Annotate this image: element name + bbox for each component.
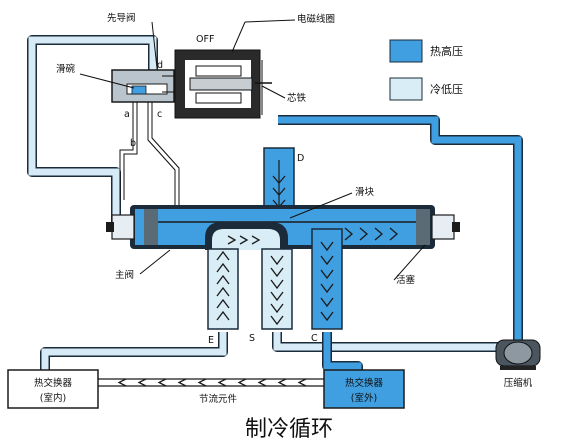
label-main-valve: 主阀 <box>115 269 134 281</box>
label-port-D: D <box>297 153 304 164</box>
label-hx-indoor-1: 热交换器 <box>34 377 73 389</box>
discharge-line <box>278 115 523 340</box>
solenoid-coil <box>174 49 272 119</box>
outdoor-heat-exchanger: 热交换器 (室外) <box>323 369 405 409</box>
label-port-S: S <box>249 333 255 344</box>
port-e-pipe: E <box>40 248 239 372</box>
throttle-line: 节流元件 <box>98 378 324 405</box>
legend-label-hot: 热高压 <box>430 44 463 58</box>
legend: 热高压 冷低压 <box>389 39 463 101</box>
label-port-E: E <box>208 335 214 346</box>
pilot-capillaries <box>119 100 180 210</box>
main-valve-labels: 滑块 主阀 活塞 <box>115 186 426 286</box>
label-pilot-valve: 先导阀 <box>107 12 136 24</box>
label-port-b: b <box>130 138 136 149</box>
label-port-C: C <box>311 333 318 344</box>
indoor-heat-exchanger: 热交换器 (室内) <box>7 369 99 409</box>
diagram-caption: 制冷循环 <box>245 417 333 442</box>
legend-swatch-hot <box>389 39 423 63</box>
label-port-c-small: c <box>157 109 162 120</box>
port-s-pipe: S <box>249 248 503 352</box>
compressor: 压缩机 <box>495 339 541 389</box>
port-d-pipe: D <box>263 147 304 211</box>
pilot-labels: 先导阀 OFF 电磁线圈 滑碗 d a c b 芯铁 <box>56 12 335 149</box>
label-slide-bowl: 滑碗 <box>56 63 76 75</box>
label-slider: 滑块 <box>355 186 375 198</box>
label-hx-indoor-2: (室内) <box>40 392 66 404</box>
legend-swatch-cold <box>389 77 423 101</box>
pilot-capillary-loop <box>27 35 158 223</box>
slider-dome <box>205 222 288 250</box>
label-off: OFF <box>196 34 214 45</box>
legend-label-cold: 冷低压 <box>430 83 463 96</box>
port-c-pipe: C <box>311 228 363 372</box>
label-throttle: 节流元件 <box>199 393 238 405</box>
label-port-d-small: d <box>157 60 163 71</box>
label-compressor: 压缩机 <box>504 377 533 389</box>
label-hx-outdoor-1: 热交换器 <box>345 377 384 389</box>
label-port-a: a <box>124 109 130 120</box>
label-hx-outdoor-2: (室外) <box>351 392 377 404</box>
label-piston: 活塞 <box>396 274 416 286</box>
label-iron-core: 芯铁 <box>287 92 307 104</box>
label-solenoid-coil: 电磁线圈 <box>297 13 335 25</box>
